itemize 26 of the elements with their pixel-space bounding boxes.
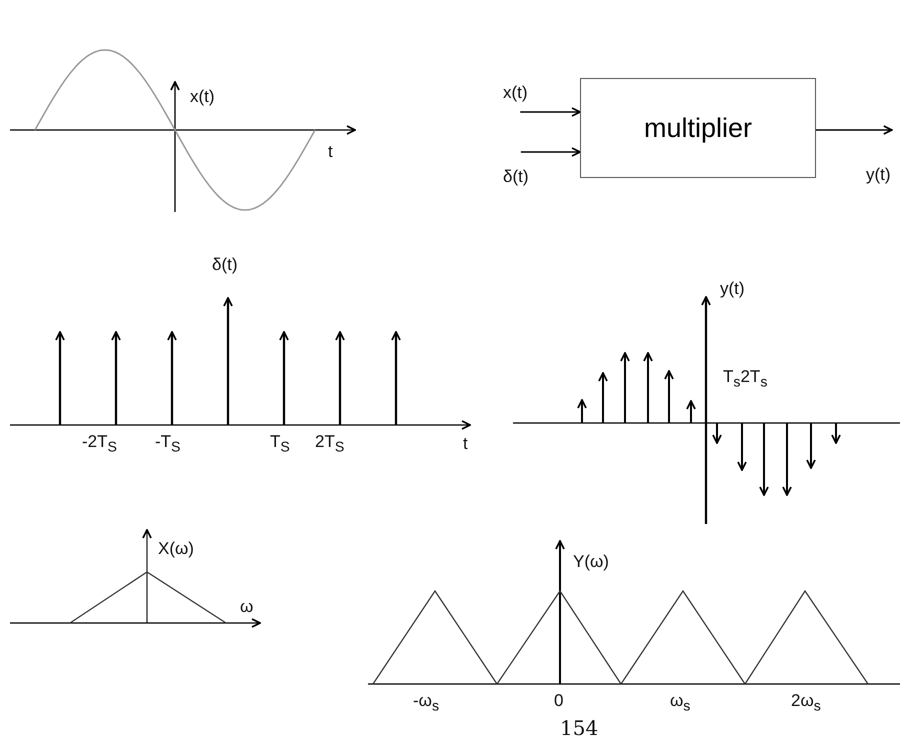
axis-label: x(t) — [190, 88, 215, 105]
signal-label: x(t) — [503, 84, 528, 101]
block-label: multiplier — [644, 112, 752, 144]
tick-label: T$_{s}$2T$_{s}$ — [723, 368, 768, 390]
axis-label: X(ω) — [158, 540, 194, 557]
tick-label: T$_{S}$ — [270, 433, 290, 455]
tick-label: 2T$_{S}$ — [315, 433, 344, 455]
arrow — [520, 107, 581, 117]
signal-label: δ(t) — [503, 168, 529, 185]
axis-label: δ(t) — [212, 256, 238, 273]
axis-label: ω — [240, 598, 254, 615]
tick-label: 2ω$_{s}$ — [791, 692, 821, 714]
tick-label: ω$_{s}$ — [670, 692, 690, 714]
axis-label: Y(ω) — [573, 553, 609, 570]
tick-label: -T$_{S}$ — [155, 433, 180, 455]
tick-label: 0 — [554, 692, 564, 709]
page-number: 154 — [560, 718, 598, 738]
arrow — [520, 147, 581, 157]
axis-label: t — [463, 435, 468, 452]
arrow — [816, 125, 893, 135]
axis-label: y(t) — [720, 280, 745, 297]
axis-label: t — [328, 143, 333, 160]
signal-label: y(t) — [866, 166, 891, 183]
multiplier-block — [580, 78, 816, 178]
tick-label: -ω$_{s}$ — [413, 692, 440, 714]
tick-label: -2T$_{S}$ — [82, 433, 117, 455]
